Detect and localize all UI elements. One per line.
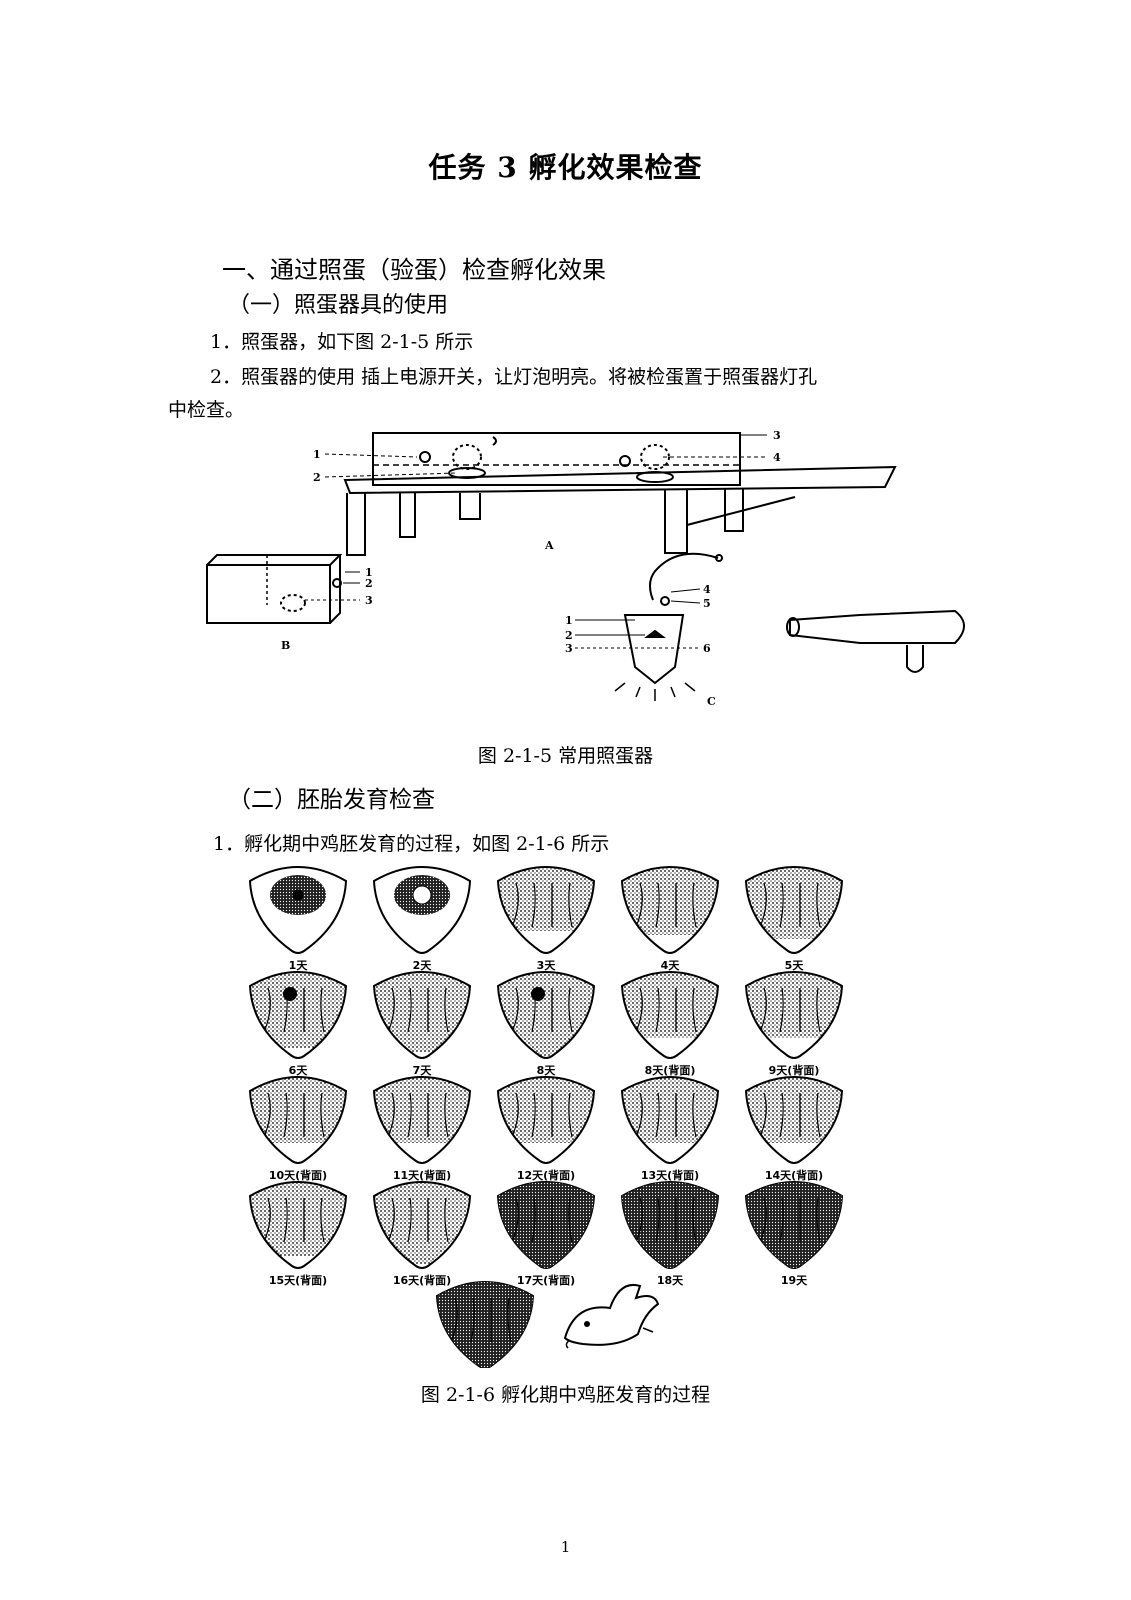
fig1-label-a3: 3 — [773, 429, 781, 442]
fig1-label-a: A — [544, 539, 554, 552]
embryo-egg-4-3: 17天(背面) — [496, 1181, 596, 1287]
fig1-label-b2: 2 — [365, 577, 373, 590]
figure-caption-2-1-6: 图 2-1-6 孵化期中鸡胚发育的过程 — [420, 1384, 711, 1406]
embryo-egg-1-1: 1天 — [248, 866, 348, 972]
embryo-egg-3-2: 11天(背面) — [372, 1076, 472, 1182]
fig1-label-c2: 2 — [565, 629, 573, 642]
embryo-day-label: 9天(背面) — [769, 1063, 820, 1077]
embryo-day-label: 13天(背面) — [641, 1168, 699, 1182]
embryo-egg-3-5: 14天(背面) — [744, 1076, 844, 1182]
embryo-egg-4-4: 18天 — [620, 1181, 720, 1287]
embryo-egg-5-2: 21天 — [563, 1284, 660, 1349]
embryo-day-label: 7天 — [413, 1064, 433, 1077]
embryo-egg-2-2: 7天 — [372, 971, 472, 1077]
figure-embryo-development: 1天 2天 3天 4天 5天 6天 7天 8天 8天(背面) 9天(背面) 10天(背面) 11天(背… — [248, 866, 844, 1368]
fig1-label-b3: 3 — [365, 594, 373, 607]
paragraph-item-2: 2．照蛋器的使用 插上电源开关，让灯泡明亮。将被检蛋置于照蛋器灯孔 — [210, 366, 818, 388]
paragraph-item-1: 1．照蛋器，如下图 2-1-5 所示 — [210, 331, 474, 353]
fig1-label-c4: 4 — [703, 583, 711, 596]
embryo-day-label: 18天 — [657, 1274, 684, 1287]
embryo-egg-1-3: 3天 — [496, 866, 596, 972]
embryo-egg-4-5: 19天 — [744, 1181, 844, 1287]
embryo-egg-1-4: 4天 — [620, 866, 720, 972]
embryo-egg-5-1: 20天 — [435, 1281, 535, 1368]
figure-candling-devices: 1 2 3 4 A 1 2 3 B 1 2 3 4 5 6 C — [206, 429, 965, 708]
embryo-day-label: 3天 — [537, 959, 557, 972]
fig1-label-a4: 4 — [773, 451, 781, 464]
fig1-label-c: C — [707, 695, 716, 708]
embryo-egg-2-5: 9天(背面) — [744, 971, 844, 1077]
embryo-egg-3-3: 12天(背面) — [496, 1076, 596, 1182]
fig1-label-c1: 1 — [565, 614, 573, 627]
embryo-day-label: 15天(背面) — [269, 1273, 327, 1287]
embryo-egg-1-2: 2天 — [372, 866, 472, 972]
embryo-day-label: 4天 — [661, 959, 681, 972]
paragraph-embryo-item-1: 1．孵化期中鸡胚发育的过程，如图 2-1-6 所示 — [213, 833, 610, 855]
paragraph-item-2-cont: 中检查。 — [168, 399, 245, 421]
subsection-heading-2: （二）胚胎发育检查 — [228, 787, 435, 813]
page-number: 1 — [560, 1538, 571, 1556]
embryo-egg-2-3: 8天 — [496, 971, 596, 1077]
embryo-egg-3-1: 10天(背面) — [248, 1076, 348, 1182]
section-heading: 一、通过照蛋（验蛋）检查孵化效果 — [222, 256, 606, 284]
embryo-day-label: 10天(背面) — [269, 1168, 327, 1182]
subsection-heading-1: （一）照蛋器具的使用 — [228, 293, 449, 318]
fig1-label-c3: 3 — [565, 642, 573, 655]
embryo-day-label: 5天 — [785, 959, 805, 972]
fig1-label-b1: 1 — [365, 566, 373, 579]
embryo-day-label: 8天 — [537, 1064, 557, 1077]
fig1-label-c5: 5 — [703, 597, 711, 610]
embryo-day-label: 19天 — [781, 1274, 808, 1287]
embryo-day-label: 12天(背面) — [517, 1168, 575, 1182]
embryo-egg-4-2: 16天(背面) — [372, 1181, 472, 1287]
fig1-label-a1: 1 — [313, 448, 321, 461]
embryo-egg-2-4: 8天(背面) — [620, 971, 720, 1077]
embryo-day-label: 6天 — [289, 1064, 309, 1077]
embryo-day-label: 1天 — [289, 959, 309, 972]
embryo-day-label: 11天(背面) — [393, 1168, 451, 1182]
fig1-label-b: B — [281, 639, 290, 652]
embryo-egg-1-5: 5天 — [744, 866, 844, 972]
page-title: 任务 3 孵化效果检查 — [428, 151, 703, 184]
embryo-day-label: 17天(背面) — [517, 1273, 575, 1287]
embryo-day-label: 16天(背面) — [393, 1273, 451, 1287]
embryo-egg-2-1: 6天 — [248, 971, 348, 1077]
fig1-label-c6: 6 — [703, 642, 711, 655]
embryo-egg-4-1: 15天(背面) — [248, 1181, 348, 1287]
embryo-egg-3-4: 13天(背面) — [620, 1076, 720, 1182]
figure-caption-2-1-5: 图 2-1-5 常用照蛋器 — [477, 745, 654, 767]
embryo-day-label: 14天(背面) — [765, 1168, 823, 1182]
fig1-label-a2: 2 — [313, 471, 321, 484]
embryo-day-label: 8天(背面) — [645, 1063, 696, 1077]
embryo-day-label: 2天 — [413, 959, 433, 972]
